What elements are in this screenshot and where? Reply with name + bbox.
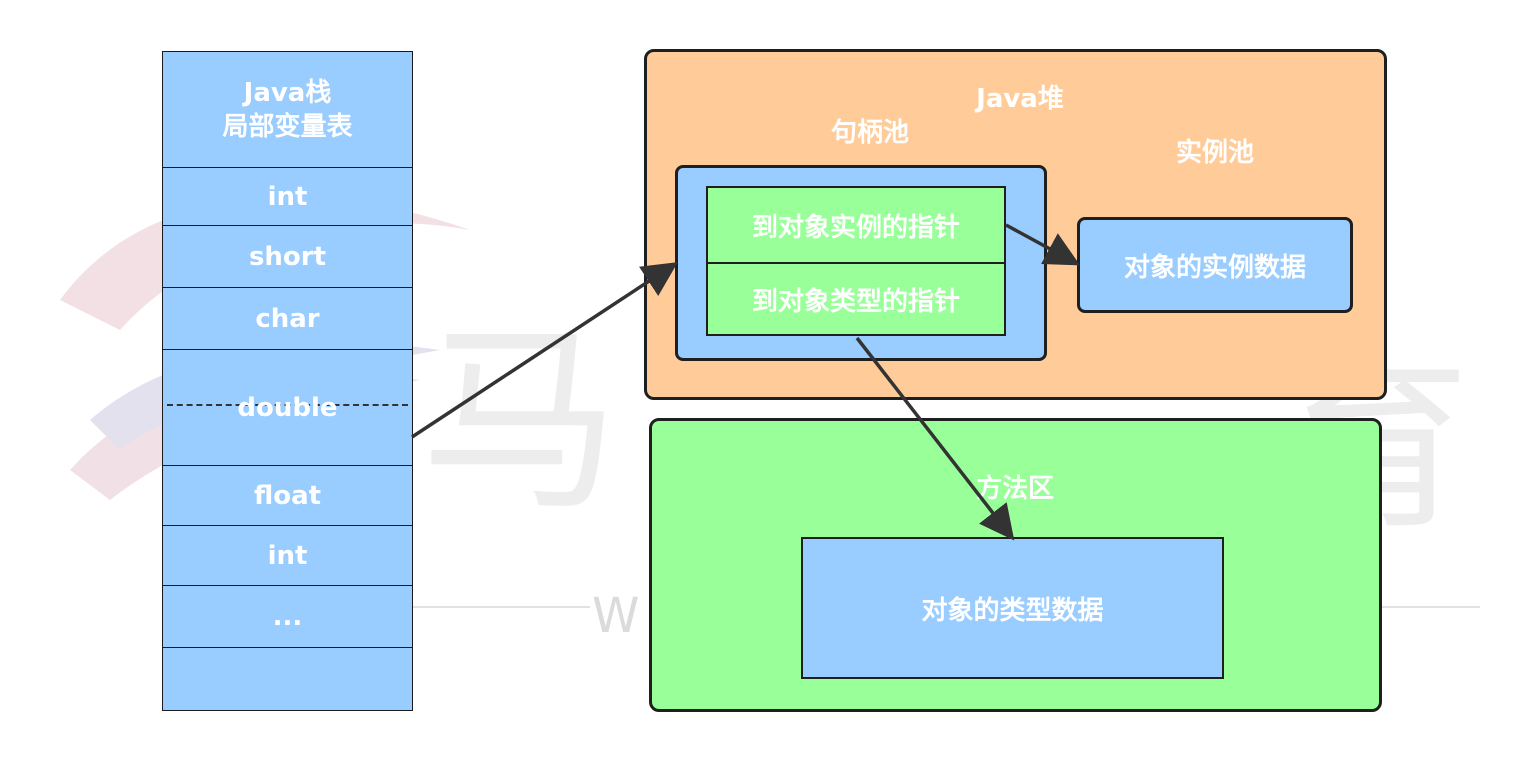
- stack-cell: short: [162, 225, 413, 289]
- stack-header: Java栈 局部变量表: [162, 51, 413, 169]
- handle-pool-label: 句柄池: [830, 117, 909, 148]
- stack-title-line1: Java栈: [243, 78, 332, 108]
- instance-data-box: 对象的实例数据: [1077, 217, 1353, 313]
- method-area-title: 方法区: [975, 473, 1054, 504]
- stack-cell: [162, 647, 413, 711]
- stack-cell: int: [162, 525, 413, 587]
- stack-cell: float: [162, 465, 413, 527]
- instance-pool-label: 实例池: [1175, 137, 1254, 168]
- watermark-subtext: W: [592, 588, 639, 644]
- stack-cell: int: [162, 167, 413, 227]
- stack-title-line2: 局部变量表: [222, 112, 353, 142]
- heap-title: Java堆: [976, 83, 1064, 114]
- stack-cell: ...: [162, 585, 413, 649]
- stack-cell: char: [162, 287, 413, 351]
- type-data-box: 对象的类型数据: [801, 537, 1224, 679]
- java-stack: Java栈 局部变量表 int short char double float …: [162, 51, 413, 711]
- stack-cell-double: double: [162, 349, 413, 467]
- pointer-to-instance: 到对象实例的指针: [706, 186, 1006, 264]
- watermark-glyph: 马: [420, 305, 620, 538]
- stack-cell-label: double: [237, 393, 338, 423]
- pointer-to-type: 到对象类型的指针: [706, 262, 1006, 336]
- slot-divider: [167, 404, 408, 406]
